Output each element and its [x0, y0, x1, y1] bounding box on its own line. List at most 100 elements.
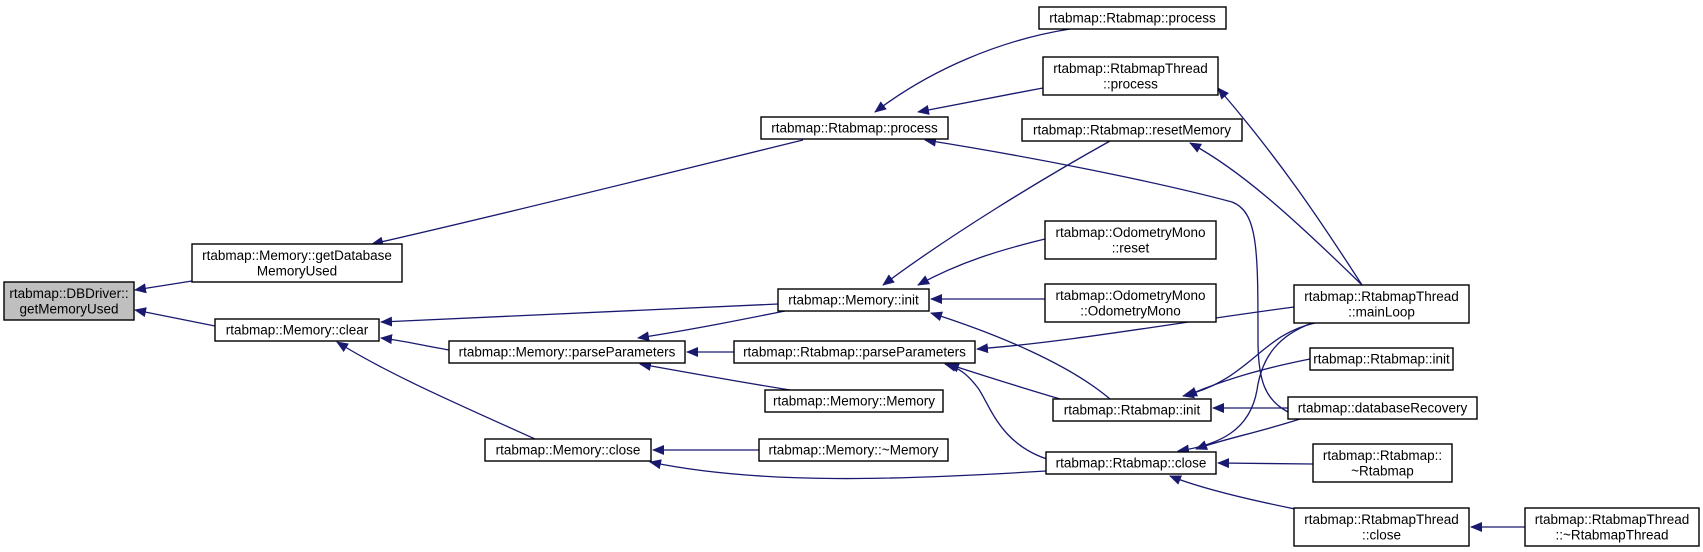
node-memory_ctor[interactable]: rtabmap::Memory::Memory	[764, 389, 944, 413]
edge-memory_init-to-memory_clear	[380, 303, 779, 327]
node-label-line: rtabmap::Rtabmap::parseParameters	[743, 345, 966, 360]
node-label-line: rtabmap::DBDriver::	[9, 286, 128, 301]
node-label-line: rtabmap::Rtabmap::	[1323, 448, 1442, 463]
edge-line	[336, 341, 536, 440]
node-label-line: rtabmap::Rtabmap::init	[1064, 403, 1201, 418]
node-box[interactable]	[484, 438, 652, 462]
edge-memory_ctor-to-memory_parseparameters	[639, 361, 791, 391]
node-box[interactable]	[1524, 507, 1700, 547]
nodes-layer: rtabmap::DBDriver::getMemoryUsedrtabmap:…	[3, 6, 1700, 547]
node-box[interactable]	[1044, 220, 1217, 260]
node-box[interactable]	[758, 438, 949, 462]
node-box[interactable]	[1312, 443, 1453, 483]
node-rtabmapthread_mainloop[interactable]: rtabmap::RtabmapThread::mainLoop	[1293, 284, 1470, 324]
node-rtabmap_init_b[interactable]: rtabmap::Rtabmap::init	[1309, 347, 1454, 371]
node-label-line: rtabmap::RtabmapThread	[1304, 289, 1459, 304]
edge-rtabmapthread_mainloop-to-rtabmap_close	[1177, 322, 1313, 455]
node-label-line: rtabmap::Memory::getDatabase	[202, 248, 392, 263]
node-label-line: rtabmap::Rtabmap::resetMemory	[1033, 123, 1231, 138]
node-rtabmap_process_b[interactable]: rtabmap::Rtabmap::process	[1038, 6, 1227, 30]
edge-line	[1177, 322, 1313, 455]
node-memory_dtor[interactable]: rtabmap::Memory::~Memory	[758, 438, 949, 462]
edge-rtabmapthread_mainloop-to-rtabmap_parseparameters	[976, 306, 1295, 354]
node-label-line: rtabmap::Rtabmap::process	[771, 121, 938, 136]
node-box[interactable]	[1293, 284, 1470, 324]
node-rtabmapthread_dtor[interactable]: rtabmap::RtabmapThread::~RtabmapThread	[1524, 507, 1700, 547]
node-box[interactable]	[191, 243, 403, 283]
node-label-line: getMemoryUsed	[19, 301, 118, 316]
edge-rtabmap_databaserecovery-to-rtabmap_process_a	[924, 136, 1289, 413]
edge-line	[917, 87, 1044, 115]
node-rtabmap_close[interactable]: rtabmap::Rtabmap::close	[1045, 451, 1217, 475]
edge-rtabmap_close-to-rtabmap_parseparameters	[944, 362, 1051, 461]
node-rtabmap_init[interactable]: rtabmap::Rtabmap::init	[1052, 398, 1212, 422]
node-label-line: ::close	[1362, 527, 1401, 542]
node-box[interactable]	[3, 281, 135, 321]
node-label-line: rtabmap::RtabmapThread	[1053, 61, 1208, 76]
node-rtabmapthread_process[interactable]: rtabmap::RtabmapThread::process	[1042, 56, 1219, 96]
node-box[interactable]	[1044, 283, 1217, 323]
edge-line	[1182, 322, 1316, 399]
edge-line	[1217, 87, 1363, 286]
edge-line	[874, 28, 1071, 113]
node-label-line: rtabmap::Rtabmap::close	[1056, 456, 1207, 471]
node-rtabmap_resetmemory[interactable]: rtabmap::Rtabmap::resetMemory	[1021, 118, 1243, 142]
edge-memory_init-to-memory_parseparameters	[637, 310, 786, 342]
node-rtabmap_dtor[interactable]: rtabmap::Rtabmap::~Rtabmap	[1312, 443, 1453, 483]
edge-line	[924, 136, 1289, 413]
edge-line	[882, 140, 1111, 286]
node-box[interactable]	[214, 318, 380, 342]
node-box[interactable]	[733, 340, 976, 364]
node-label-line: rtabmap::Rtabmap::init	[1313, 352, 1450, 367]
node-box[interactable]	[1052, 398, 1212, 422]
node-box[interactable]	[448, 340, 686, 364]
edge-line	[380, 303, 779, 327]
node-box[interactable]	[1042, 56, 1219, 96]
node-label-line: ::OdometryMono	[1080, 303, 1181, 318]
node-rtabmap_process_a[interactable]: rtabmap::Rtabmap::process	[760, 116, 949, 140]
node-label-line: rtabmap::Rtabmap::process	[1049, 11, 1216, 26]
node-box[interactable]	[1309, 347, 1454, 371]
node-box[interactable]	[1293, 507, 1470, 547]
edge-line	[134, 307, 216, 327]
edge-rtabmap_process_a-to-memory_getdatabasememoryused	[371, 139, 804, 247]
edge-line	[930, 311, 1111, 400]
node-label-line: rtabmap::Memory::parseParameters	[459, 345, 676, 360]
node-label-line: rtabmap::Memory::Memory	[773, 394, 935, 409]
edge-rtabmap_process_b-to-rtabmap_process_a	[874, 28, 1071, 113]
node-label-line: MemoryUsed	[257, 263, 337, 278]
node-box[interactable]	[764, 389, 944, 413]
edges-layer	[134, 28, 1525, 532]
edge-rtabmap_resetmemory-to-rtabmapthread_mainloop	[1189, 142, 1363, 286]
node-label-line: rtabmap::OdometryMono	[1055, 288, 1205, 303]
node-odometrymono_reset[interactable]: rtabmap::OdometryMono::reset	[1044, 220, 1217, 260]
edge-rtabmap_init_b-to-rtabmap_init	[1185, 358, 1311, 397]
node-box[interactable]	[1045, 451, 1217, 475]
edge-rtabmapthread_process-to-rtabmapthread_mainloop	[1217, 87, 1363, 286]
edge-line	[1195, 418, 1301, 450]
node-box[interactable]	[1038, 6, 1227, 30]
edge-line	[371, 139, 804, 247]
node-memory_close[interactable]: rtabmap::Memory::close	[484, 438, 652, 462]
node-box[interactable]	[1287, 396, 1478, 420]
node-memory_parseparameters[interactable]: rtabmap::Memory::parseParameters	[448, 340, 686, 364]
edge-memory_clear-to-dbdriver_getmemoryused	[134, 307, 216, 327]
node-rtabmap_databaserecovery[interactable]: rtabmap::databaseRecovery	[1287, 396, 1478, 420]
edge-line	[637, 310, 786, 342]
node-box[interactable]	[777, 288, 930, 312]
node-label-line: rtabmap::Memory::clear	[226, 323, 369, 338]
node-rtabmap_parseparameters[interactable]: rtabmap::Rtabmap::parseParameters	[733, 340, 976, 364]
node-memory_init[interactable]: rtabmap::Memory::init	[777, 288, 930, 312]
node-label-line: rtabmap::databaseRecovery	[1298, 401, 1468, 416]
node-odometrymono_ctor[interactable]: rtabmap::OdometryMono::OdometryMono	[1044, 283, 1217, 323]
node-box[interactable]	[760, 116, 949, 140]
edge-rtabmap_close-to-memory_close	[649, 459, 1047, 480]
node-label-line: rtabmap::Memory::init	[788, 293, 919, 308]
edge-line	[944, 362, 1051, 461]
node-dbdriver_getmemoryused[interactable]: rtabmap::DBDriver::getMemoryUsed	[3, 281, 135, 321]
node-memory_clear[interactable]: rtabmap::Memory::clear	[214, 318, 380, 342]
node-box[interactable]	[1021, 118, 1243, 142]
node-rtabmapthread_close[interactable]: rtabmap::RtabmapThread::close	[1293, 507, 1470, 547]
edge-rtabmap_init-to-memory_init	[930, 311, 1111, 400]
